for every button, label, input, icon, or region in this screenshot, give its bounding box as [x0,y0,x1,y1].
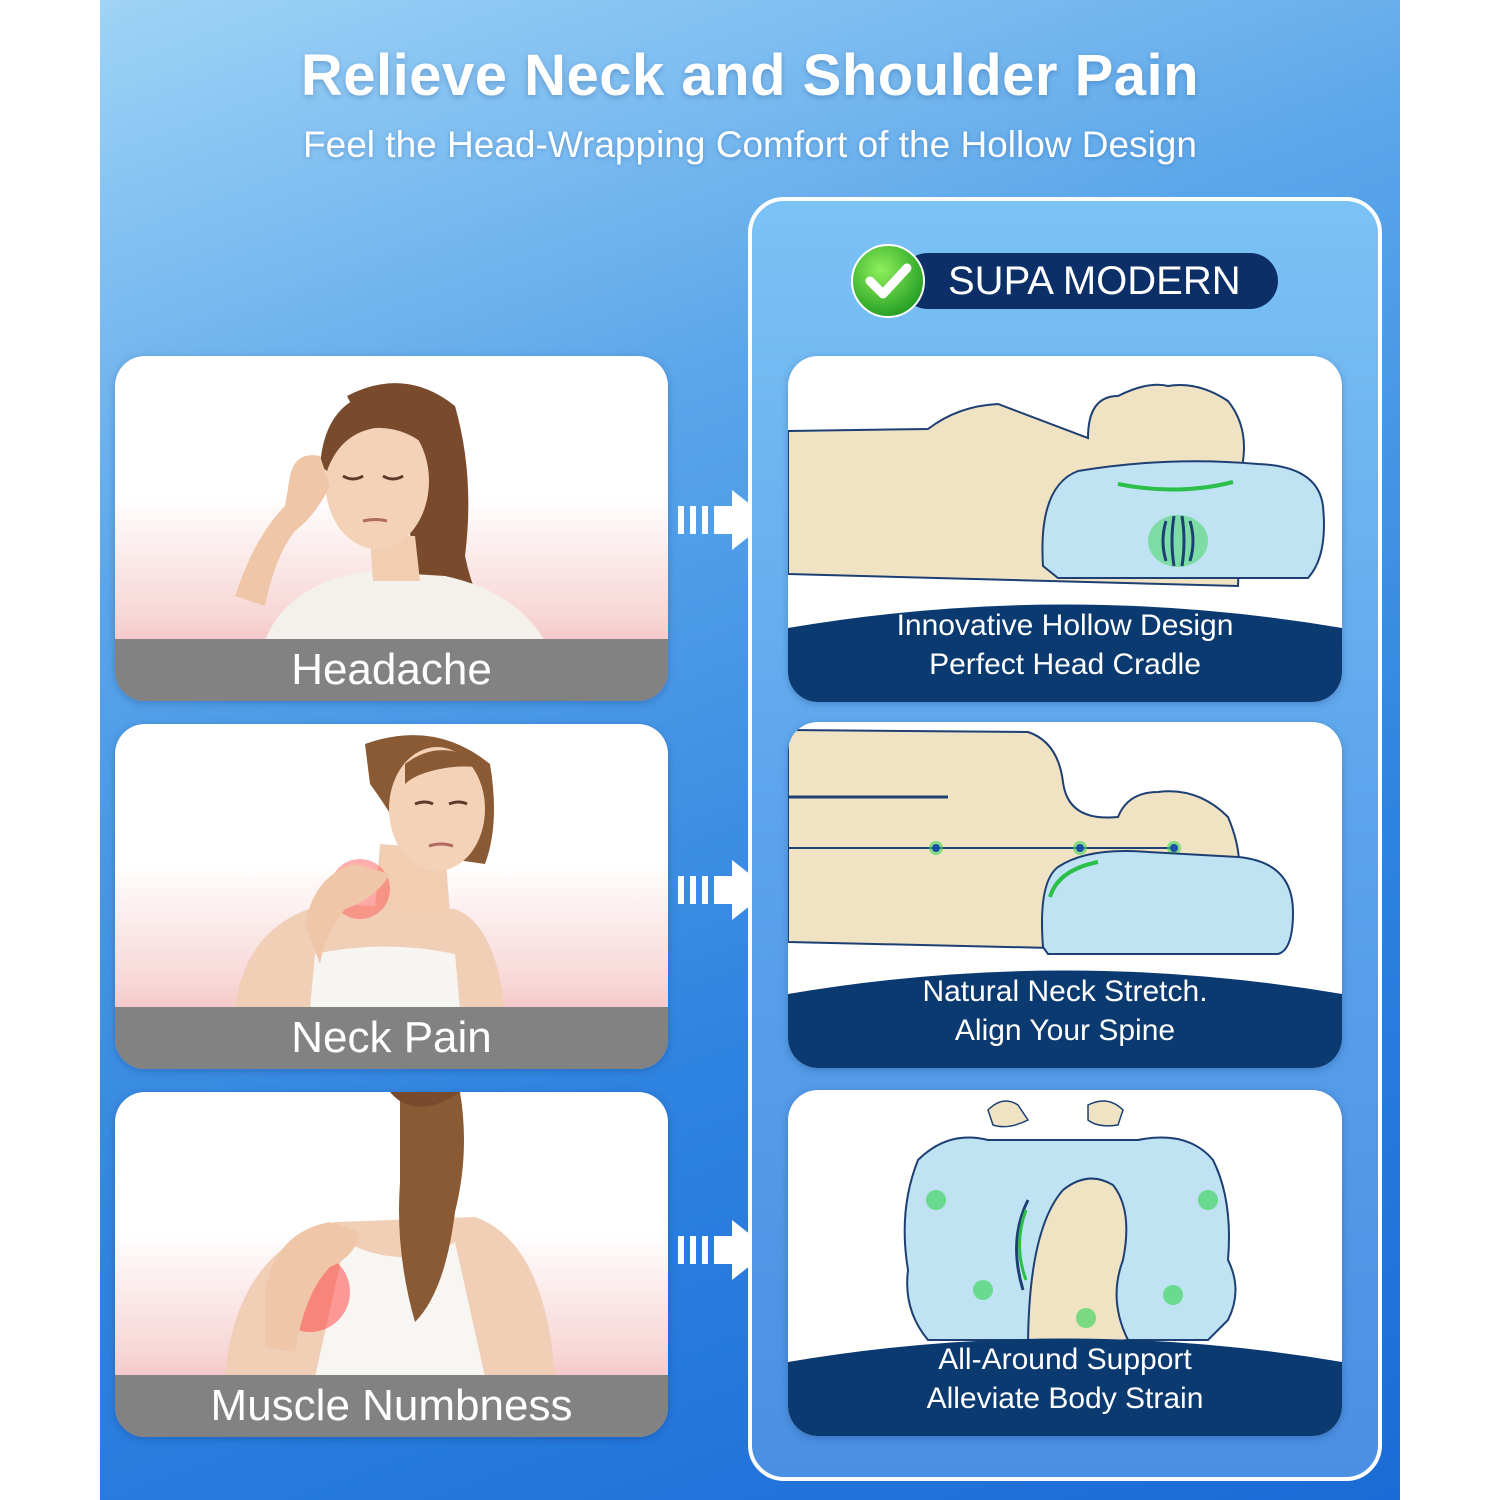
neck-pain-photo [235,735,505,1009]
feature-card-neck-stretch: Natural Neck Stretch. Align Your Spine [788,722,1342,1068]
feature-caption: All-Around Support Alleviate Body Strain [788,1340,1342,1418]
pain-card-neck-pain: Neck Pain [115,724,668,1069]
check-icon [851,244,925,318]
feature-line2: Perfect Head Cradle [929,648,1201,681]
brand-name: SUPA MODERN [948,259,1241,303]
product-panel: SUPA MODERN Innovative Hollow Design Per… [748,197,1382,1481]
muscle-numbness-photo [225,1092,555,1377]
pain-label: Neck Pain [115,1007,668,1069]
feature-line2: Alleviate Body Strain [926,1382,1204,1415]
feature-caption: Innovative Hollow Design Perfect Head Cr… [788,606,1342,684]
feature-line1: Natural Neck Stretch. [922,975,1208,1008]
infographic-canvas: Relieve Neck and Shoulder Pain Feel the … [100,0,1400,1500]
feature-line1: Innovative Hollow Design [896,609,1234,642]
headache-photo [235,383,545,641]
brand-pill [900,253,1278,309]
pain-label: Headache [115,639,668,701]
pillow-top-view-illustration [788,1100,1342,1436]
feature-card-hollow-design: Innovative Hollow Design Perfect Head Cr… [788,356,1342,702]
hollow-pillow-illustration [788,383,1342,702]
page-subtitle: Feel the Head-Wrapping Comfort of the Ho… [303,124,1197,165]
pain-label: Muscle Numbness [115,1375,668,1437]
feature-line1: All-Around Support [938,1343,1192,1376]
brand-badge: SUPA MODERN [850,244,1280,318]
pain-card-muscle-numbness: Muscle Numbness [115,1092,668,1437]
page-title: Relieve Neck and Shoulder Pain [300,43,1200,108]
feature-card-all-around-support: All-Around Support Alleviate Body Strain [788,1090,1342,1436]
pain-card-headache: Headache [115,356,668,701]
spine-alignment-illustration [788,728,1342,1068]
feature-caption: Natural Neck Stretch. Align Your Spine [788,972,1342,1050]
feature-line2: Align Your Spine [954,1014,1176,1047]
